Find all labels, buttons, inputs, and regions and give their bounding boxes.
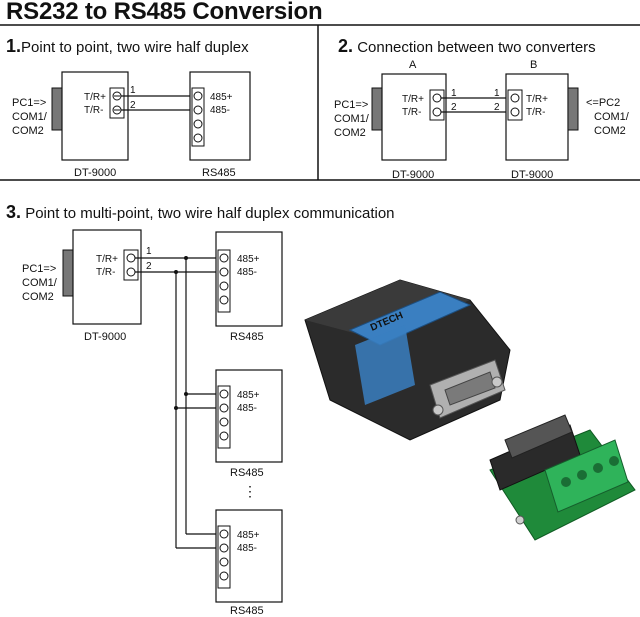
- wire-2-label: 2: [130, 100, 136, 111]
- ellipsis-vertical: ⋮: [243, 483, 257, 499]
- page-title: RS232 to RS485 Conversion: [6, 0, 323, 25]
- pin-tr-minus-label: T/R-: [526, 107, 545, 118]
- pin-tr-plus-label: T/R+: [402, 94, 424, 105]
- screw-icon: [510, 107, 520, 117]
- rs485-name: RS485: [202, 167, 236, 179]
- terminal-block: [217, 525, 231, 589]
- screw-icon: [510, 93, 520, 103]
- converter-name: DT-9000: [84, 331, 126, 343]
- converter-a-label: A: [409, 59, 417, 71]
- section-3-text: Point to multi-point, two wire half dupl…: [25, 205, 395, 222]
- section-1-number: 1.: [6, 36, 22, 56]
- pc2-label-line1: <=PC2: [586, 97, 620, 109]
- pin-485-plus-label: 485+: [237, 390, 260, 401]
- pin-tr-minus-label: T/R-: [402, 107, 421, 118]
- screw-icon: [126, 267, 136, 277]
- converter-a-name: DT-9000: [392, 169, 434, 181]
- terminal-block: [217, 249, 231, 313]
- converter-b-label: B: [530, 59, 537, 71]
- section-3-title: 3. Point to multi-point, two wire half d…: [6, 202, 395, 223]
- product-photo-converter: DTECH: [304, 279, 511, 441]
- section-3-diagram: PC1=> COM1/ COM2 T/R+ T/R- DT-9000 1 2: [22, 229, 283, 617]
- section-1-text: Point to point, two wire half duplex: [21, 39, 249, 56]
- wire-2-label: 2: [494, 102, 500, 113]
- pc1-label-line1: PC1=>: [22, 263, 56, 275]
- screw-icon: [432, 93, 442, 103]
- db9-connector-icon: [51, 87, 63, 131]
- wire-1-label: 1: [146, 246, 152, 257]
- pin-485-minus-label: 485-: [237, 403, 257, 414]
- db9-connector-icon: [62, 249, 74, 297]
- pin-tr-minus-label: T/R-: [84, 105, 103, 116]
- pin-485-minus-label: 485-: [237, 267, 257, 278]
- screw-icon: [126, 253, 136, 263]
- pin-485-plus-label: 485+: [210, 92, 233, 103]
- rs485-name: RS485: [230, 605, 264, 617]
- wire-2-label: 2: [451, 102, 457, 113]
- rs485-name: RS485: [230, 467, 264, 479]
- pc1-label-line3: COM2: [12, 125, 44, 137]
- pin-tr-minus-label: T/R-: [96, 267, 115, 278]
- wire-1-label: 1: [451, 88, 457, 99]
- screw-icon: [193, 119, 203, 129]
- db9-connector-icon: [567, 87, 579, 131]
- section-2-text: Connection between two converters: [357, 39, 596, 56]
- pc1-label-line1: PC1=>: [334, 99, 368, 111]
- db9-connector-icon: [371, 87, 383, 131]
- pc1-label-line3: COM2: [22, 291, 54, 303]
- pc1-label-line1: PC1=>: [12, 97, 46, 109]
- section-2-number: 2.: [338, 36, 354, 56]
- section-1-title: 1.Point to point, two wire half duplex: [6, 36, 249, 57]
- screw-icon: [193, 133, 203, 143]
- wire-1-label: 1: [494, 88, 500, 99]
- section-3-number: 3.: [6, 202, 22, 222]
- pin-485-plus-label: 485+: [237, 530, 260, 541]
- pin-tr-plus-label: T/R+: [84, 92, 106, 103]
- wire-2-label: 2: [146, 261, 152, 272]
- wire-1-label: 1: [130, 85, 136, 96]
- product-photo-terminal-adapter: [489, 414, 636, 541]
- section-1-diagram: PC1=> COM1/ COM2 T/R+ T/R- DT-9000 1 2: [12, 71, 251, 179]
- pc1-label-line2: COM1/: [334, 113, 370, 125]
- info-panel: [355, 325, 415, 405]
- screw-icon: [432, 107, 442, 117]
- pc2-label-line2: COM1/: [594, 111, 630, 123]
- pin-485-minus-label: 485-: [237, 543, 257, 554]
- pin-tr-plus-label: T/R+: [96, 254, 118, 265]
- converter-top: [305, 280, 470, 340]
- terminal-block: [217, 385, 231, 449]
- section-2-diagram: PC1=> COM1/ COM2 A T/R+ T/R- DT-9000 1 2…: [334, 59, 630, 181]
- converter-b-name: DT-9000: [511, 169, 553, 181]
- rs485-name: RS485: [230, 331, 264, 343]
- screw-icon: [193, 91, 203, 101]
- converter-name: DT-9000: [74, 167, 116, 179]
- pc1-label-line3: COM2: [334, 127, 366, 139]
- section-2-title: 2. Connection between two converters: [338, 36, 596, 57]
- pc1-label-line2: COM1/: [22, 277, 58, 289]
- screw-icon: [193, 105, 203, 115]
- terminal-block: [191, 87, 205, 147]
- pin-485-plus-label: 485+: [237, 254, 260, 265]
- pc1-label-line2: COM1/: [12, 111, 48, 123]
- pin-485-minus-label: 485-: [210, 105, 230, 116]
- pc2-label-line3: COM2: [594, 125, 626, 137]
- pin-tr-plus-label: T/R+: [526, 94, 548, 105]
